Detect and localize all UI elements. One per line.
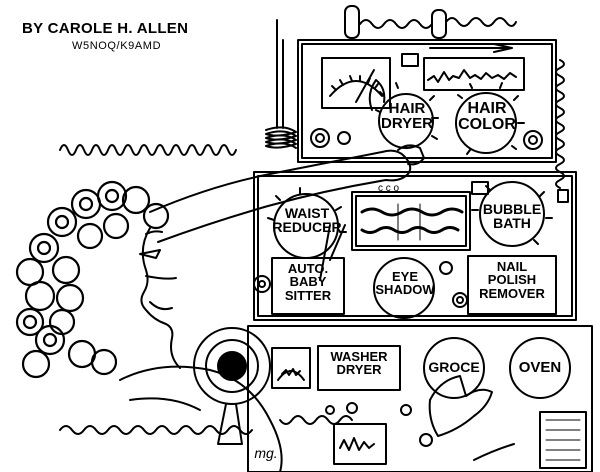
coiled-cord-left — [59, 144, 237, 156]
small-dial-a — [452, 292, 468, 308]
knob-groce-ring — [423, 337, 485, 399]
knob-label-waist-reducer: WAIST REDUCER — [272, 205, 342, 236]
upper-chassis — [297, 39, 557, 163]
lower-console — [247, 325, 593, 472]
knob-label-eye-shadow: EYE SHADOW — [375, 269, 435, 298]
panel-baby-sitter-box — [271, 257, 345, 315]
microphone — [193, 327, 271, 405]
callsign: W5NOQ/K9AMD — [72, 40, 162, 52]
panel-washer-dryer-box — [317, 345, 401, 391]
knob-label-hair-color: HAIR COLOR — [458, 100, 516, 134]
signal-meter — [321, 57, 391, 109]
knob-hair-dryer-ring — [378, 93, 434, 149]
knob-eye-shadow-ring — [373, 257, 435, 319]
woman-hair — [15, 180, 170, 379]
oscilloscope-screen — [351, 191, 471, 251]
knob-label-bubble-bath: BUBBLE BATH — [482, 201, 542, 232]
knob-label-oven: OVEN — [518, 359, 562, 376]
knob-bubble-bath-ring — [479, 181, 545, 247]
panel-label-baby-sitter: AUTO. BABY SITTER — [284, 261, 332, 303]
knob-hair-color-ring — [455, 92, 517, 154]
lower-meter — [271, 347, 311, 389]
panel-label-washer-dryer: WASHER DRYER — [330, 349, 388, 378]
woman-finger — [368, 79, 386, 111]
knob-label-groce: GROCE — [428, 359, 480, 375]
woman-face — [140, 227, 181, 369]
middle-panel — [253, 171, 577, 321]
panel-label-nail-polish-remover: NAIL POLISH REMOVER — [479, 259, 545, 301]
byline: BY CAROLE H. ALLEN — [22, 20, 189, 37]
panel-nail-polish-box — [467, 255, 557, 315]
vacuum-tube-left — [344, 5, 360, 39]
antenna-coil — [265, 126, 297, 149]
knob-oven-ring — [509, 337, 571, 399]
svg-text:c c o: c c o — [378, 183, 400, 194]
scope-display — [423, 57, 525, 91]
vacuum-tube-right — [431, 9, 447, 39]
knob-label-hair-dryer: HAIR DRYER — [381, 100, 433, 133]
artist-signature: mg. — [254, 445, 278, 461]
woman-right-hand — [428, 375, 493, 437]
